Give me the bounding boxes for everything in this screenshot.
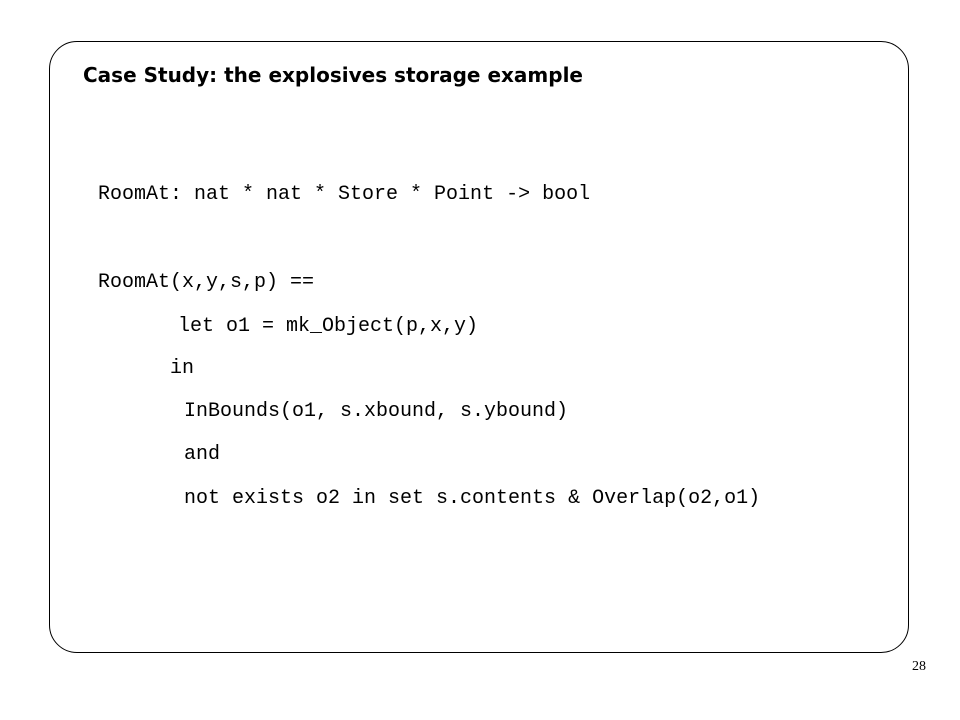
code-line-and: and: [184, 443, 221, 466]
code-line-inbounds: InBounds(o1, s.xbound, s.ybound): [184, 400, 569, 423]
code-line-signature: RoomAt: nat * nat * Store * Point -> boo…: [98, 183, 591, 206]
code-line-not-exists: not exists o2 in set s.contents & Overla…: [184, 487, 761, 510]
code-line-let: let o1 = mk_Object(p,x,y): [178, 315, 479, 338]
slide-frame: [49, 41, 909, 653]
page-number: 28: [912, 659, 926, 674]
code-line-definition: RoomAt(x,y,s,p) ==: [98, 271, 315, 294]
slide-title: Case Study: the explosives storage examp…: [83, 63, 583, 87]
code-line-in: in: [170, 357, 195, 380]
